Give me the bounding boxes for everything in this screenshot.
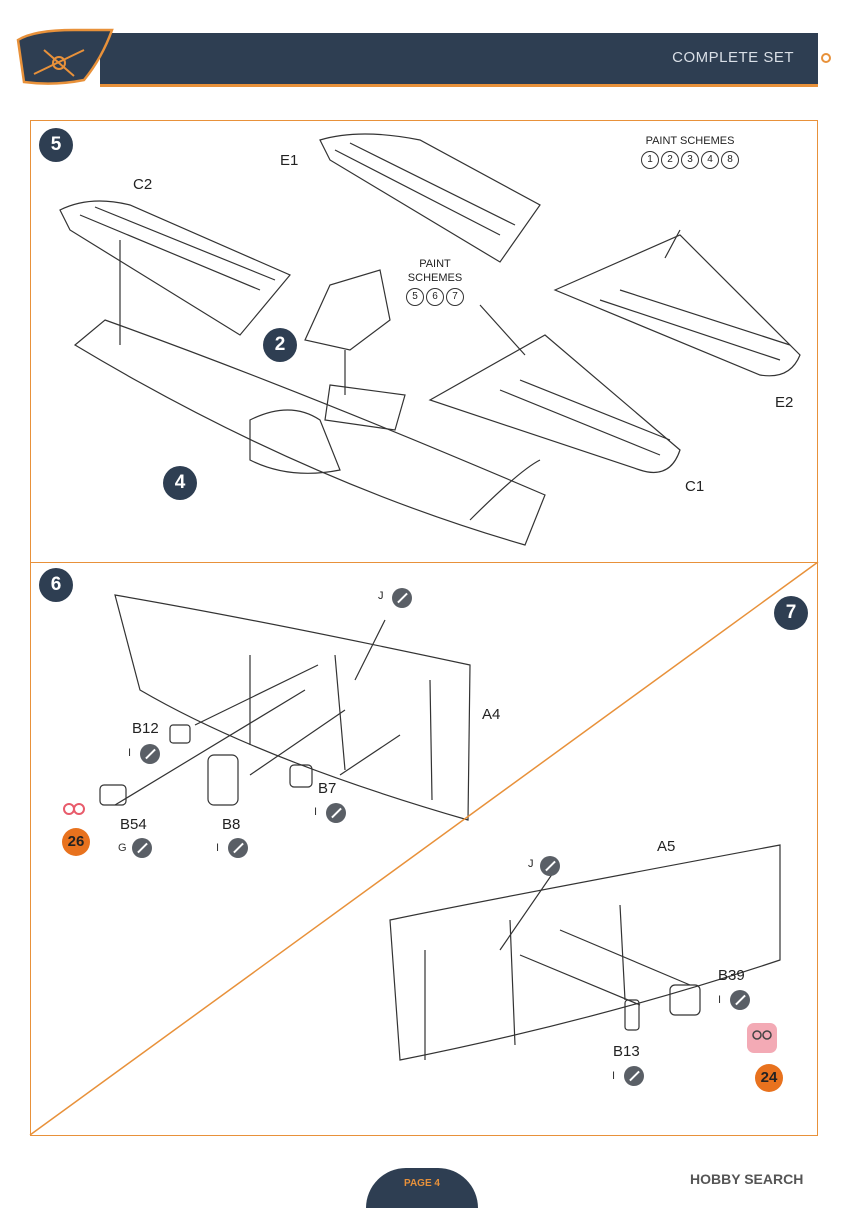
section-divider (30, 562, 818, 563)
page-number: PAGE 4 (404, 1178, 440, 1189)
watermark: HOBBY SEARCH (690, 1171, 804, 1187)
glue-icon (392, 588, 412, 608)
glue-icon (228, 838, 248, 858)
paint-schemes-title-line1: PAINT (419, 258, 451, 270)
part-label-a4: A4 (482, 706, 501, 723)
paint-color-chip-7: 24 (755, 1064, 783, 1092)
part-label-b12: B12 (132, 720, 159, 737)
glue-icon (730, 990, 750, 1010)
glue-icon (326, 803, 346, 823)
part-label-b39: B39 (718, 967, 745, 984)
part-label-e1: E1 (280, 152, 299, 169)
paint-swatch-icon (747, 1023, 777, 1053)
part-label-b13: B13 (613, 1043, 640, 1060)
paint-schemes-title-line2: SCHEMES (407, 272, 463, 284)
scheme-number: 8 (721, 151, 739, 169)
step-number-7: 7 (774, 596, 808, 630)
glue-letter: I (314, 806, 318, 818)
glue-letter: I (718, 994, 722, 1006)
paint-schemes-title: PAINT SCHEMES (645, 135, 735, 147)
part-label-b7: B7 (318, 780, 337, 797)
step-number-5: 5 (39, 128, 73, 162)
scheme-number: 3 (681, 151, 699, 169)
glue-icon (132, 838, 152, 858)
glue-letter: I (216, 842, 220, 854)
glue-icon (540, 856, 560, 876)
step-number-6: 6 (39, 568, 73, 602)
glue-letter: G (118, 842, 127, 854)
paint-schemes-top: PAINT SCHEMES 1 2 3 4 8 (630, 134, 750, 169)
brand-logo (16, 28, 114, 85)
header-accent-line (100, 84, 818, 87)
glue-icon (624, 1066, 644, 1086)
scheme-number: 5 (406, 288, 424, 306)
paint-schemes-mid: PAINT SCHEMES 5 6 7 (395, 257, 475, 306)
part-label-e2: E2 (775, 394, 794, 411)
step-number-4: 4 (163, 466, 197, 500)
paint-swatch-icon (63, 803, 85, 815)
step-number-2: 2 (263, 328, 297, 362)
glue-icon (140, 744, 160, 764)
header-dot-icon (821, 53, 831, 63)
paint-color-chip: 26 (62, 828, 90, 856)
instruction-frame (30, 120, 818, 1136)
part-label-j-7: J (528, 858, 534, 870)
part-label-b54: B54 (120, 816, 147, 833)
part-label-c2: C2 (133, 176, 153, 193)
header-title: COMPLETE SET (672, 49, 794, 66)
part-label-b8: B8 (222, 816, 241, 833)
scheme-number: 6 (426, 288, 444, 306)
part-label-a5: A5 (657, 838, 676, 855)
scheme-number: 2 (661, 151, 679, 169)
glue-letter: I (128, 747, 132, 759)
glue-letter: I (612, 1070, 616, 1082)
scheme-number: 4 (701, 151, 719, 169)
part-label-j: J (378, 590, 384, 602)
part-label-c1: C1 (685, 478, 705, 495)
header-bar (100, 33, 818, 85)
scheme-number: 7 (446, 288, 464, 306)
scheme-number: 1 (641, 151, 659, 169)
